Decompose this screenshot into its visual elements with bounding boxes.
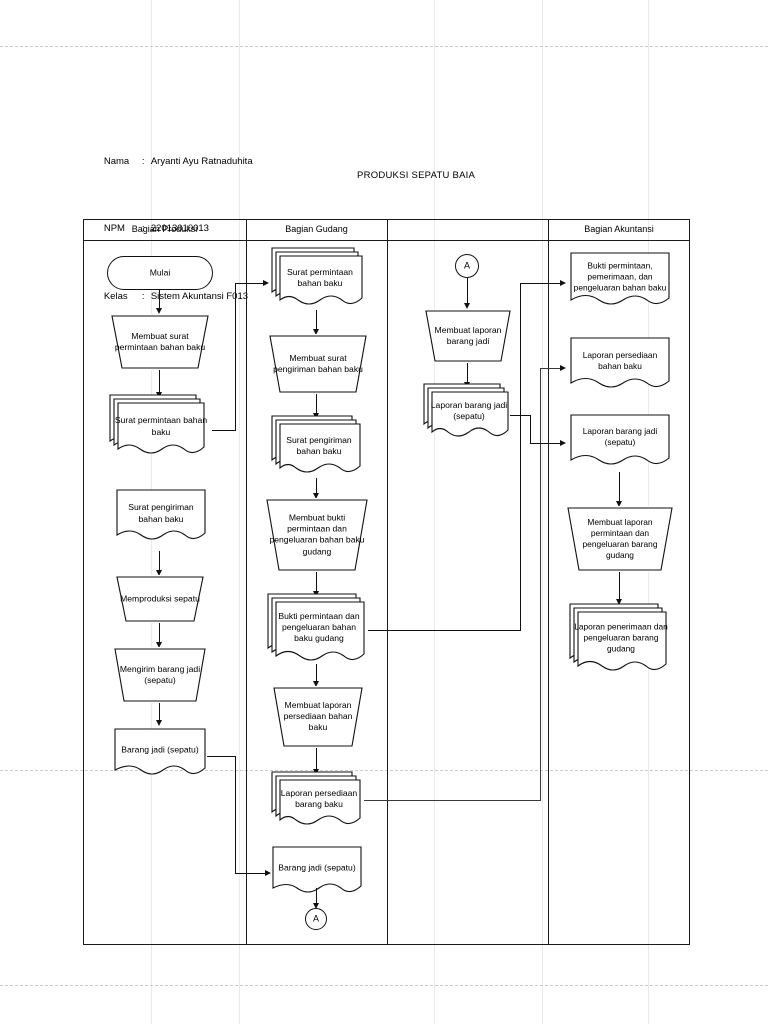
identity-value: Aryanti Ayu Ratnaduhita bbox=[150, 155, 253, 167]
page-guide-vertical bbox=[239, 0, 240, 1024]
edge-line bbox=[510, 415, 531, 416]
edge-line bbox=[316, 478, 317, 496]
edge-arrow bbox=[156, 720, 162, 726]
node-connector-a-entry: A bbox=[455, 254, 479, 278]
edge-line bbox=[530, 415, 531, 444]
edge-line bbox=[316, 664, 317, 684]
identity-row-kelas: Kelas: Sistem Akuntansi F013 bbox=[88, 276, 253, 317]
edge-line bbox=[159, 703, 160, 723]
edge-arrow bbox=[616, 501, 622, 507]
node-membuat-laporan-permintaan-pengeluaran: Membuat laporan permintaan dan pengeluar… bbox=[566, 506, 674, 572]
node-membuat-laporan-persediaan: Membuat laporan persediaan bahan baku bbox=[272, 686, 364, 748]
edge-line bbox=[619, 572, 620, 602]
identity-value: 22013010013 bbox=[150, 223, 209, 234]
edge-arrow bbox=[560, 365, 566, 371]
node-surat-pengiriman-bahan-baku-produksi: Surat pengiriman bahan baku bbox=[114, 487, 208, 547]
lane-header-produksi: Bagian Produksi bbox=[131, 224, 198, 234]
edge-arrow bbox=[156, 570, 162, 576]
node-memproduksi-sepatu: Memproduksi sepatu bbox=[115, 575, 205, 623]
edge-line bbox=[235, 873, 267, 874]
lane-header-gudang: Bagian Gudang bbox=[285, 224, 348, 234]
edge-arrow bbox=[156, 308, 162, 314]
edge-line bbox=[159, 551, 160, 573]
identity-row-npm: NPM:22013010013 bbox=[88, 209, 253, 250]
edge-arrow bbox=[313, 329, 319, 335]
node-membuat-surat-permintaan: Membuat surat permintaan bahan baku bbox=[110, 314, 210, 370]
edge-line bbox=[235, 756, 236, 873]
node-laporan-persediaan-bahan-baku-akuntansi: Laporan persediaan bahan baku bbox=[568, 335, 672, 395]
edge-arrow bbox=[265, 870, 271, 876]
page-guide-vertical bbox=[542, 0, 543, 1024]
lane-separator bbox=[387, 219, 388, 945]
edge-line bbox=[619, 472, 620, 504]
edge-line bbox=[207, 756, 236, 757]
edge-arrow bbox=[263, 280, 269, 286]
node-surat-pengiriman-bahan-baku-gudang: Surat pengiriman bahan baku bbox=[272, 418, 366, 480]
identity-label: Kelas bbox=[103, 290, 128, 302]
edge-arrow bbox=[560, 280, 566, 286]
edge-arrow bbox=[464, 303, 470, 309]
edge-line bbox=[316, 394, 317, 416]
edge-line bbox=[316, 572, 317, 594]
edge-line bbox=[159, 623, 160, 645]
edge-arrow bbox=[560, 440, 566, 446]
page-guide-dashed bbox=[0, 770, 768, 771]
edge-line bbox=[235, 283, 265, 284]
edge-line bbox=[159, 290, 160, 310]
node-membuat-surat-pengiriman: Membuat surat pengiriman bahan baku bbox=[268, 334, 368, 394]
edge-line bbox=[364, 800, 541, 801]
page-guide-vertical bbox=[434, 0, 435, 1024]
identity-colon: : bbox=[141, 290, 145, 302]
edge-arrow bbox=[156, 642, 162, 648]
edge-line bbox=[520, 283, 521, 631]
page-guide-dashed bbox=[0, 985, 768, 986]
node-bukti-permintaan-penerimaan-pengeluaran: Bukti permintaan, pemerimaan, dan pengel… bbox=[568, 250, 672, 312]
edge-line bbox=[530, 443, 562, 444]
node-surat-permintaan-bahan-baku-gudang: Surat permintaan bahan baku bbox=[272, 250, 368, 312]
edge-line bbox=[316, 748, 317, 772]
edge-arrow bbox=[313, 493, 319, 499]
node-membuat-laporan-barang-jadi: Membuat laporan barang jadi bbox=[424, 309, 512, 363]
identity-value: Sistem Akuntansi F013 bbox=[150, 290, 249, 302]
edge-line bbox=[316, 310, 317, 332]
lane-header-akuntansi: Bagian Akuntansi bbox=[584, 224, 654, 234]
edge-line bbox=[316, 888, 317, 906]
edge-line bbox=[159, 370, 160, 394]
identity-colon: : bbox=[141, 155, 145, 167]
node-surat-permintaan-bahan-baku-produksi: Surat permintaan bahan baku bbox=[110, 397, 212, 461]
node-membuat-bukti-permintaan: Membuat bukti permintaan dan pengeluaran… bbox=[265, 498, 369, 572]
edge-line bbox=[235, 283, 236, 431]
identity-row-nama: Nama: Aryanti Ayu Ratnaduhita bbox=[88, 141, 253, 182]
edge-line bbox=[540, 368, 562, 369]
lane-separator bbox=[548, 219, 549, 945]
edge-line bbox=[520, 283, 562, 284]
lane-separator bbox=[246, 219, 247, 945]
edge-arrow bbox=[616, 599, 622, 605]
identity-label: Nama bbox=[103, 155, 130, 167]
node-laporan-barang-jadi-sepatu: Laporan barang jadi (sepatu) bbox=[424, 386, 514, 444]
swimlane-header-rule bbox=[83, 240, 690, 241]
node-bukti-permintaan-pengeluaran-gudang: Bukti permintaan dan pengeluaran bahan b… bbox=[268, 596, 370, 668]
edge-line bbox=[467, 278, 468, 306]
identity-colon: : bbox=[141, 223, 145, 234]
edge-line bbox=[368, 630, 521, 631]
edge-arrow bbox=[313, 903, 319, 909]
edge-line bbox=[467, 363, 468, 385]
edge-line bbox=[212, 430, 236, 431]
edge-arrow bbox=[313, 681, 319, 687]
edge-line bbox=[540, 368, 541, 801]
student-identity: Nama:Aryanti Ayu Ratnaduhita NPM:2201301… bbox=[88, 114, 253, 344]
node-mulai: Mulai bbox=[107, 256, 213, 290]
node-barang-jadi-gudang: Barang jadi (sepatu) bbox=[270, 844, 364, 900]
node-connector-a-gudang: A bbox=[305, 908, 327, 930]
page-title: PRODUKSI SEPATU BAIA bbox=[357, 170, 476, 181]
swimlane-frame bbox=[83, 219, 690, 945]
node-barang-jadi-produksi: Barang jadi (sepatu) bbox=[112, 726, 208, 782]
node-laporan-persediaan-barang-baku: Laporan persediaan barang baku bbox=[272, 774, 366, 832]
node-laporan-penerimaan-pengeluaran-barang-gudang: Laporan penerimaan dan pengeluaran baran… bbox=[570, 606, 672, 678]
node-mengirim-barang-jadi: Mengirim barang jadi (sepatu) bbox=[113, 647, 207, 703]
node-laporan-barang-jadi-akuntansi: Laporan barang jadi (sepatu) bbox=[568, 412, 672, 472]
identity-label: NPM bbox=[103, 223, 125, 234]
page-guide-dashed bbox=[0, 46, 768, 47]
